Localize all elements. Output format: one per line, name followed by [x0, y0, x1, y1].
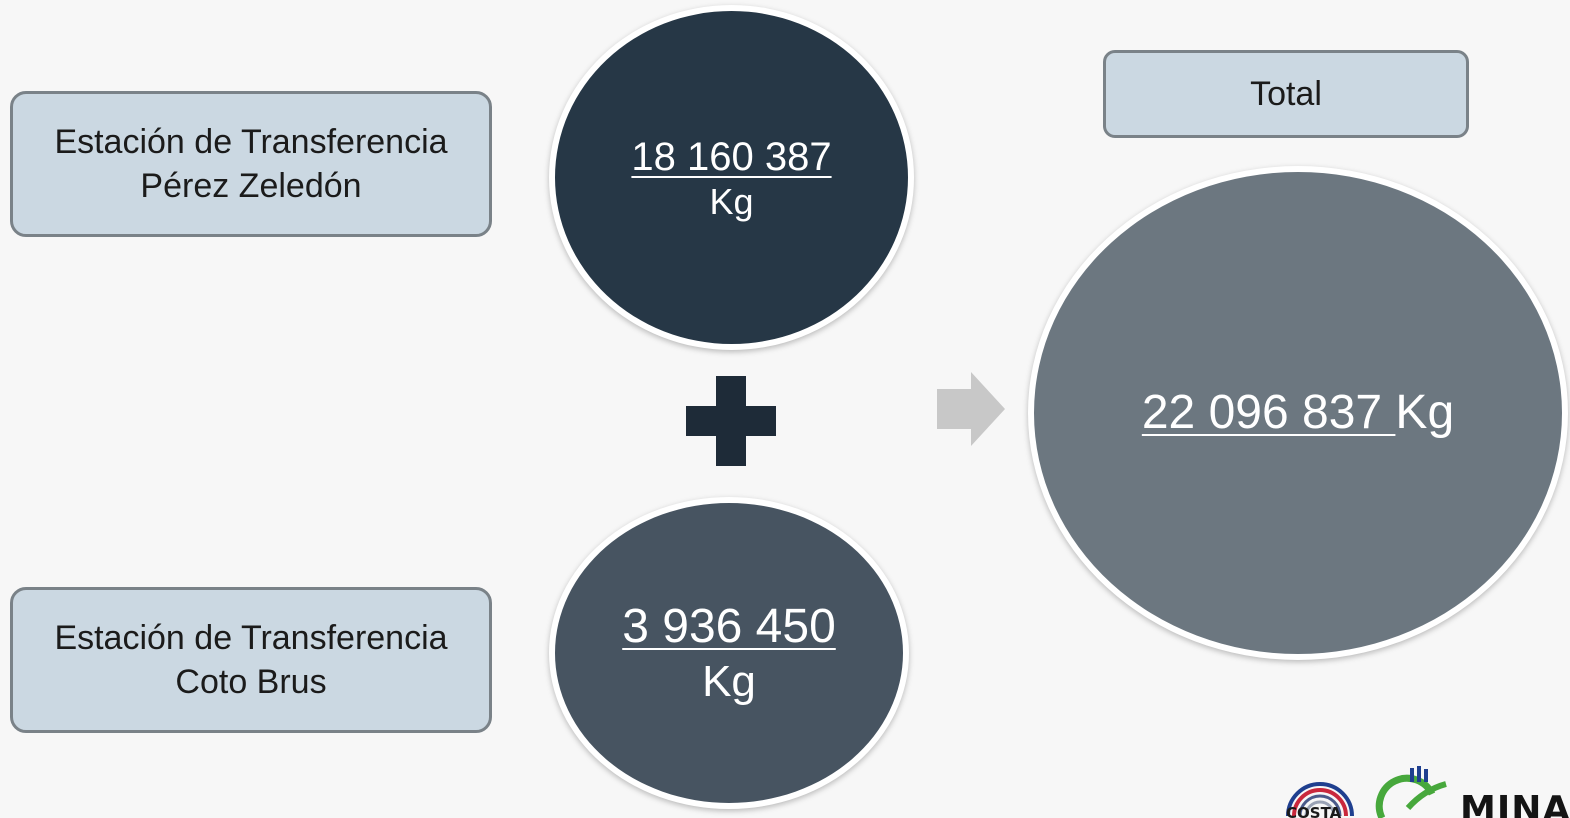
value-perez-zeledon: 18 160 387: [631, 134, 832, 179]
station-label-coto-brus: Estación de Transferencia Coto Brus: [10, 587, 492, 733]
total-label: Total: [1250, 75, 1322, 113]
value-circle-coto-brus: 3 936 450 Kg: [549, 497, 909, 809]
station-label-line1: Estación de Transferencia: [54, 619, 448, 657]
total-unit: Kg: [1395, 386, 1455, 439]
station-label-line2: Coto Brus: [175, 663, 327, 701]
unit-perez-zeledon: Kg: [709, 180, 754, 222]
value-circle-perez-zeledon: 18 160 387 Kg: [549, 5, 914, 350]
value-circle-total: 22 096 837 Kg: [1028, 166, 1568, 660]
minae-logo-text: MINAE: [1460, 789, 1570, 818]
station-label-line1: Estación de Transferencia: [54, 123, 448, 161]
unit-coto-brus: Kg: [702, 657, 756, 706]
value-coto-brus: 3 936 450: [622, 600, 836, 653]
costa-rica-logo-text: COSTA: [1286, 804, 1342, 818]
station-label-line2: Pérez Zeledón: [140, 167, 362, 205]
right-arrow-icon: [937, 372, 1005, 446]
total-value: 22 096 837: [1141, 386, 1396, 439]
total-value-line: 22 096 837 Kg: [1142, 384, 1454, 442]
station-label-perez-zeledon: Estación de Transferencia Pérez Zeledón: [10, 91, 492, 237]
costa-rica-logo-icon: COSTA: [1286, 782, 1354, 818]
total-label-box: Total: [1103, 50, 1469, 138]
minae-logo-icon: [1375, 766, 1447, 818]
plus-icon: [686, 376, 776, 466]
footer-logos: COSTA MINAE: [1280, 764, 1570, 818]
